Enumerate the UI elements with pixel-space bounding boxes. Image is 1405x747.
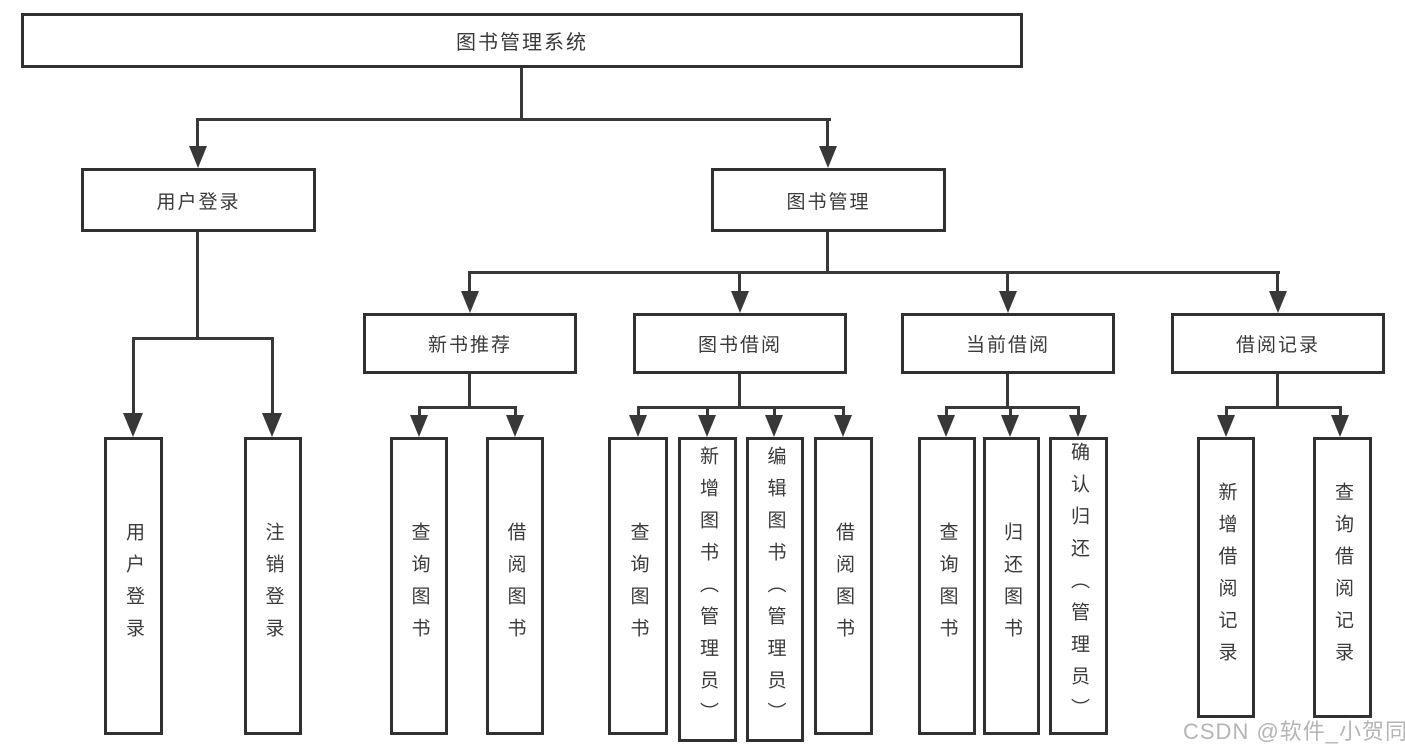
arrowhead-down-icon: [819, 146, 837, 168]
connector-vline: [1225, 406, 1228, 417]
leaf-br-query-record-label: 查询借阅记录: [1332, 481, 1353, 674]
connector-hline: [418, 406, 517, 409]
leaf-cb-return-books-label: 归还图书: [1001, 522, 1022, 650]
leaf-cb-query-books-label: 查询图书: [936, 522, 958, 650]
arrowhead-down-icon: [123, 413, 143, 437]
connector-vline: [1339, 406, 1342, 417]
connector-vline: [418, 406, 421, 417]
node-borrow-records-label: 借阅记录: [1235, 335, 1320, 356]
arrowhead-down-icon: [834, 415, 852, 437]
leaf-logout-label: 注销登录: [262, 522, 284, 650]
node-book-management: 图书管理: [711, 168, 946, 232]
node-new-book-recommend-label: 新书推荐: [427, 335, 512, 356]
connector-vline: [1009, 406, 1012, 417]
connector-hline: [945, 406, 1080, 409]
node-current-borrow: 当前借阅: [901, 313, 1115, 374]
leaf-bb-query-books: 查询图书: [608, 437, 668, 735]
connector-vline: [1006, 271, 1009, 293]
node-current-borrow-label: 当前借阅: [965, 335, 1050, 356]
connector-vline: [468, 271, 471, 293]
connector-vline: [1276, 374, 1279, 406]
connector-hline: [197, 118, 831, 121]
connector-vline: [842, 406, 845, 417]
arrowhead-down-icon: [189, 146, 207, 168]
node-borrow-records: 借阅记录: [1171, 313, 1385, 374]
connector-vline: [706, 406, 709, 417]
leaf-bb-query-books-label: 查询图书: [627, 522, 649, 650]
connector-vline: [514, 406, 517, 417]
leaf-cb-query-books: 查询图书: [918, 437, 976, 735]
arrowhead-down-icon: [506, 415, 524, 437]
connector-vline: [826, 232, 829, 271]
connector-vline: [196, 118, 199, 148]
arrowhead-down-icon: [937, 415, 955, 437]
connector-vline: [468, 374, 471, 406]
arrowhead-down-icon: [1069, 415, 1087, 437]
arrowhead-down-icon: [262, 413, 282, 437]
connector-vline: [271, 337, 274, 413]
leaf-cb-return-books: 归还图书: [983, 437, 1040, 735]
leaf-bb-add-books-admin: 新增图书（管理员）: [678, 437, 737, 742]
connector-vline: [738, 271, 741, 293]
connector-hline: [468, 271, 1280, 274]
arrowhead-down-icon: [765, 415, 783, 437]
arrowhead-down-icon: [731, 291, 749, 313]
leaf-rec-borrow-books-label: 借阅图书: [504, 522, 526, 650]
arrowhead-down-icon: [629, 415, 647, 437]
csdn-watermark: CSDN @软件_小贺同学: [1183, 719, 1405, 744]
node-user-login: 用户登录: [81, 168, 316, 232]
connector-vline: [826, 118, 829, 148]
connector-hline: [132, 337, 274, 340]
arrowhead-down-icon: [1269, 291, 1287, 313]
connector-vline: [520, 68, 523, 118]
leaf-bb-borrow-books-label: 借阅图书: [833, 522, 854, 650]
leaf-logout: 注销登录: [244, 437, 302, 735]
arrowhead-down-icon: [1217, 415, 1235, 437]
leaf-br-query-record: 查询借阅记录: [1313, 437, 1372, 718]
connector-vline: [637, 406, 640, 417]
connector-hline: [637, 406, 845, 409]
connector-vline: [1077, 406, 1080, 417]
leaf-user-login-label: 用户登录: [123, 522, 144, 650]
leaf-bb-edit-books-admin: 编辑图书（管理员）: [746, 437, 804, 742]
leaf-rec-query-books: 查询图书: [390, 437, 448, 735]
leaf-br-add-record: 新增借阅记录: [1197, 437, 1255, 718]
arrowhead-down-icon: [410, 415, 428, 437]
leaf-rec-borrow-books: 借阅图书: [486, 437, 544, 735]
leaf-bb-add-books-admin-label: 新增图书（管理员）: [697, 445, 718, 734]
arrowhead-down-icon: [698, 415, 716, 437]
leaf-cb-confirm-return-admin-label: 确认归还（管理员）: [1068, 442, 1089, 730]
connector-vline: [773, 406, 776, 417]
node-book-borrow-label: 图书借阅: [697, 335, 782, 356]
connector-vline: [1006, 374, 1009, 406]
leaf-bb-edit-books-admin-label: 编辑图书（管理员）: [764, 445, 786, 734]
node-root: 图书管理系统: [21, 13, 1023, 68]
node-root-label: 图书管理系统: [456, 32, 588, 54]
node-user-login-label: 用户登录: [156, 191, 241, 213]
arrowhead-down-icon: [1001, 415, 1019, 437]
node-book-borrow: 图书借阅: [633, 313, 847, 374]
arrowhead-down-icon: [999, 291, 1017, 313]
arrowhead-down-icon: [461, 291, 479, 313]
leaf-bb-borrow-books: 借阅图书: [814, 437, 873, 735]
leaf-user-login: 用户登录: [104, 437, 163, 735]
connector-vline: [196, 232, 199, 337]
node-new-book-recommend: 新书推荐: [363, 313, 577, 374]
connector-vline: [1276, 271, 1279, 293]
connector-hline: [1225, 406, 1342, 409]
leaf-cb-confirm-return-admin: 确认归还（管理员）: [1049, 437, 1108, 735]
node-book-management-label: 图书管理: [786, 191, 871, 213]
leaf-rec-query-books-label: 查询图书: [408, 522, 430, 650]
leaf-br-add-record-label: 新增借阅记录: [1215, 481, 1237, 674]
connector-vline: [945, 406, 948, 417]
arrowhead-down-icon: [1331, 415, 1349, 437]
connector-vline: [132, 337, 135, 413]
connector-vline: [738, 374, 741, 406]
